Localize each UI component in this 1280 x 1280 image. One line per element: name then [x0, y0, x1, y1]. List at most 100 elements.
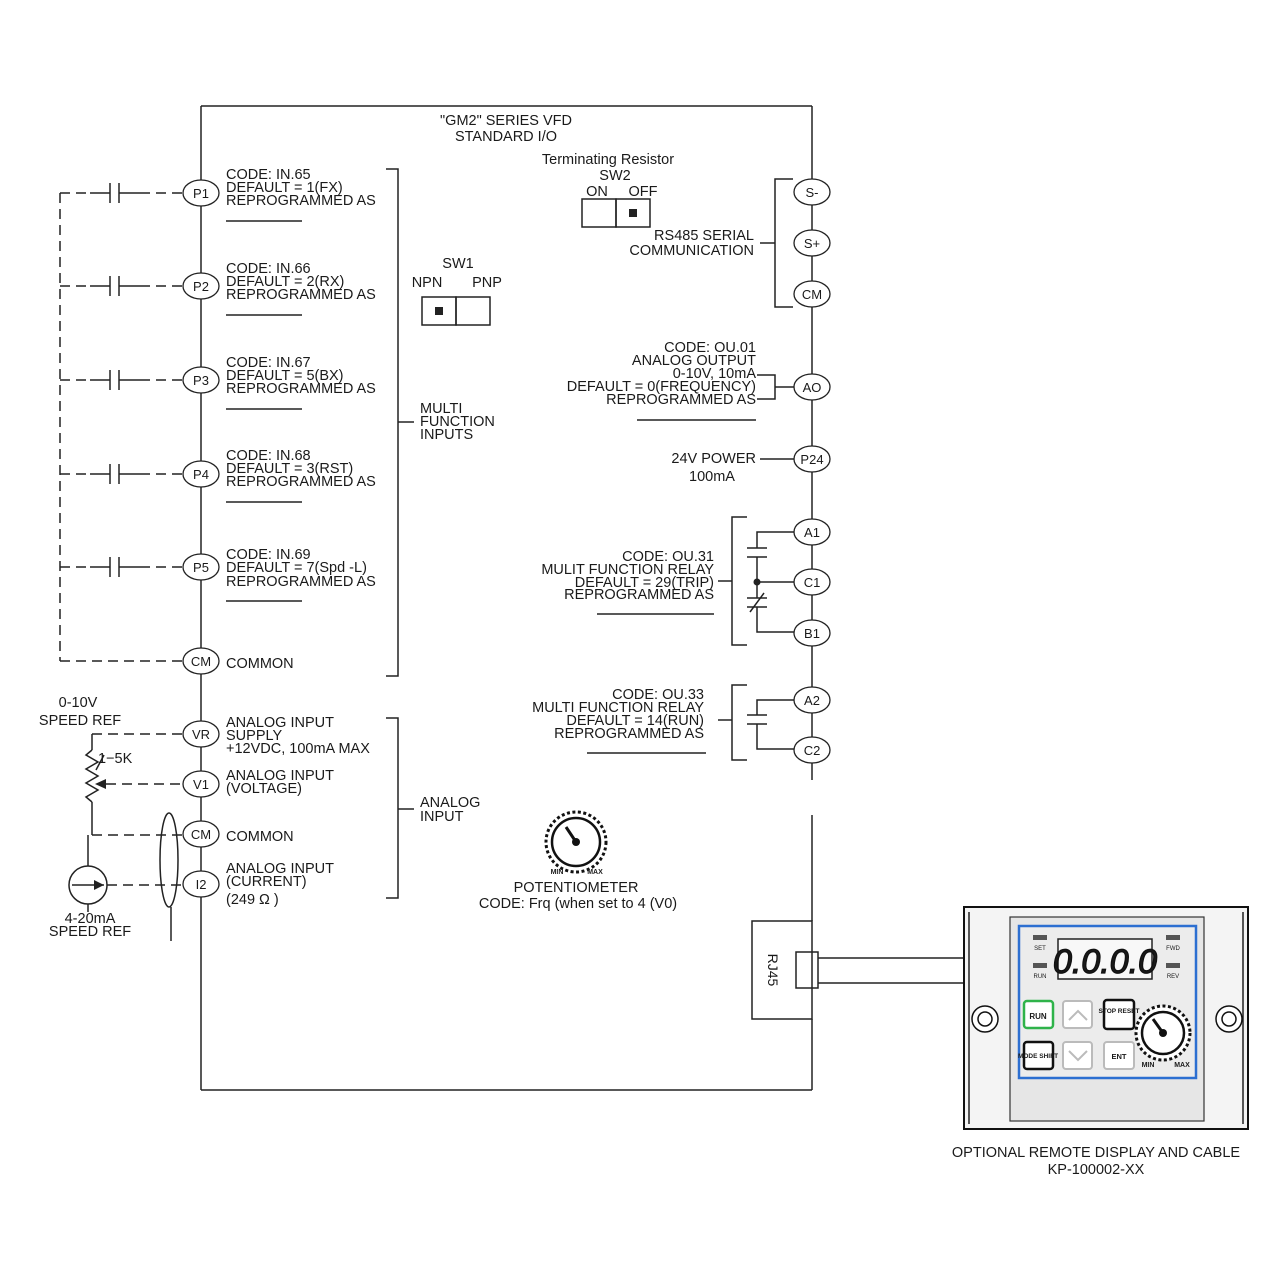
rs485-group: RS485 SERIAL COMMUNICATION: [629, 178, 793, 308]
led-rev: REV: [1167, 974, 1179, 980]
p1-code: CODE: IN.65: [226, 167, 311, 183]
v1-line2: (VOLTAGE): [226, 781, 302, 797]
relay2-line1: CODE: OU.33: [612, 687, 704, 703]
remote-knob-icon[interactable]: MIN MAX: [1134, 1004, 1192, 1069]
led-run: RUN: [1034, 974, 1047, 980]
terminal-A2: A2: [793, 686, 831, 714]
terminal-S-plus: S+: [793, 229, 831, 257]
pot-value: 1−5K: [98, 751, 133, 767]
relay1-group: CODE: OU.31 MULIT FUNCTION RELAY DEFAULT…: [541, 516, 794, 646]
run-key-label: RUN: [1029, 1012, 1047, 1021]
ao-line3: 0-10V, 10mA: [673, 366, 757, 382]
vfd-enclosure: [200, 105, 813, 1091]
i2-line3: (249 Ω ): [226, 892, 279, 908]
remote-caption-line2: KP-100002-XX: [1048, 1162, 1145, 1178]
sw1-pnp: PNP: [472, 275, 502, 291]
vr-line1: ANALOG INPUT: [226, 715, 334, 731]
terminal-label: S+: [804, 236, 820, 251]
p4-labels: CODE: IN.68 DEFAULT = 3(RST) REPROGRAMME…: [226, 448, 376, 503]
p2-labels: CODE: IN.66 DEFAULT = 2(RX) REPROGRAMMED…: [226, 261, 376, 316]
pot-min: MIN: [551, 869, 564, 876]
rj45-label: RJ45: [765, 954, 781, 987]
title-line2: STANDARD I/O: [455, 129, 557, 145]
terminal-B1: B1: [793, 619, 831, 647]
v1-line1: ANALOG INPUT: [226, 768, 334, 784]
terminal-label: A2: [804, 693, 820, 708]
ao-line1: CODE: OU.01: [664, 340, 756, 356]
terminal-P5: P5: [182, 553, 220, 581]
common-label: COMMON: [226, 656, 294, 672]
terminal-label: CM: [191, 654, 211, 669]
mode-shift-key[interactable]: MODE SHIFT: [1018, 1040, 1058, 1071]
relay2-line2: MULTI FUNCTION RELAY: [532, 700, 704, 716]
p2-code: CODE: IN.66: [226, 261, 311, 277]
mode-key-label: MODE SHIFT: [1018, 1053, 1058, 1060]
sw1-npn: NPN: [412, 275, 443, 291]
relay1-line3: DEFAULT = 29(TRIP): [575, 575, 714, 591]
terminal-label: P1: [193, 186, 209, 201]
pot-max: MAX: [587, 869, 603, 876]
p1-labels: CODE: IN.65 DEFAULT = 1(FX) REPROGRAMMED…: [226, 167, 376, 222]
speed-ref-current-line2: SPEED REF: [49, 924, 131, 940]
terminal-AO: AO: [793, 373, 831, 401]
multi-function-inputs-bracket: MULTI FUNCTION INPUTS: [386, 168, 495, 677]
p1-default: DEFAULT = 1(FX): [226, 180, 343, 196]
analog-group-line2: INPUT: [420, 809, 464, 825]
p2-default: DEFAULT = 2(RX): [226, 274, 344, 290]
remote-knob-max: MAX: [1174, 1062, 1190, 1069]
terminal-label: P5: [193, 560, 209, 575]
terminal-label: AO: [803, 380, 822, 395]
p3-labels: CODE: IN.67 DEFAULT = 5(BX) REPROGRAMMED…: [226, 355, 376, 410]
relay1-line4: REPROGRAMMED AS: [564, 587, 714, 603]
terminal-P24: P24: [793, 445, 831, 473]
sw2-on: ON: [586, 184, 608, 200]
relay2-line4: REPROGRAMMED AS: [554, 726, 704, 742]
p5-labels: CODE: IN.69 DEFAULT = 7(Spd -L) REPROGRA…: [226, 547, 376, 602]
analog-output-group: CODE: OU.01 ANALOG OUTPUT 0-10V, 10mA DE…: [567, 340, 794, 421]
p24-line1: 24V POWER: [671, 451, 756, 467]
ao-line4: DEFAULT = 0(FREQUENCY): [567, 379, 756, 395]
terminal-label: P4: [193, 467, 209, 482]
relay1-line2: MULIT FUNCTION RELAY: [541, 562, 714, 578]
terminal-label: P2: [193, 279, 209, 294]
run-key[interactable]: RUN: [1022, 999, 1055, 1030]
terminal-S-minus: S-: [793, 178, 831, 206]
down-key[interactable]: [1062, 1041, 1093, 1070]
terminal-A1: A1: [793, 518, 831, 546]
terminal-C1: C1: [793, 568, 831, 596]
i2-line1: ANALOG INPUT: [226, 861, 334, 877]
i2-line2: (CURRENT): [226, 874, 307, 890]
remote-cable: [818, 957, 970, 984]
terminal-VR: VR: [182, 720, 220, 748]
digital-inputs: [59, 183, 182, 662]
sw2-switch: Terminating Resistor SW2 ON OFF: [542, 152, 674, 228]
terminal-label: S-: [806, 185, 819, 200]
analog-wiring: 0-10V SPEED REF 1−5K 4-20mA SPEED REF: [39, 695, 182, 941]
stop-key-label: STOP RESET: [1099, 1008, 1140, 1015]
ao-line2: ANALOG OUTPUT: [632, 353, 756, 369]
rs485-line2: COMMUNICATION: [629, 243, 754, 259]
ent-key[interactable]: ENT: [1103, 1041, 1135, 1070]
ao-line5: REPROGRAMMED AS: [606, 392, 756, 408]
terminal-CM-rs485: CM: [793, 280, 831, 308]
mfi-line2: FUNCTION: [420, 414, 495, 430]
sw2-label: SW2: [599, 168, 630, 184]
speed-ref-current-line1: 4-20mA: [65, 911, 116, 927]
terminal-CM-analog: CM: [182, 820, 220, 848]
terminal-label: A1: [804, 525, 820, 540]
terminal-label: CM: [802, 287, 822, 302]
mfi-line1: MULTI: [420, 401, 462, 417]
p3-default: DEFAULT = 5(BX): [226, 368, 344, 384]
p4-code: CODE: IN.68: [226, 448, 311, 464]
terminal-C2: C2: [793, 736, 831, 764]
stop-reset-key[interactable]: STOP RESET: [1099, 998, 1140, 1031]
terminal-CM-digital: CM: [182, 647, 220, 675]
p24-group: 24V POWER 100mA: [671, 451, 794, 485]
sw1-label: SW1: [442, 256, 473, 272]
up-key[interactable]: [1062, 1000, 1093, 1029]
p3-reprogrammed: REPROGRAMMED AS: [226, 381, 376, 397]
sw2-off: OFF: [629, 184, 658, 200]
terminal-label: I2: [196, 877, 207, 892]
remote-caption-line1: OPTIONAL REMOTE DISPLAY AND CABLE: [952, 1145, 1241, 1161]
